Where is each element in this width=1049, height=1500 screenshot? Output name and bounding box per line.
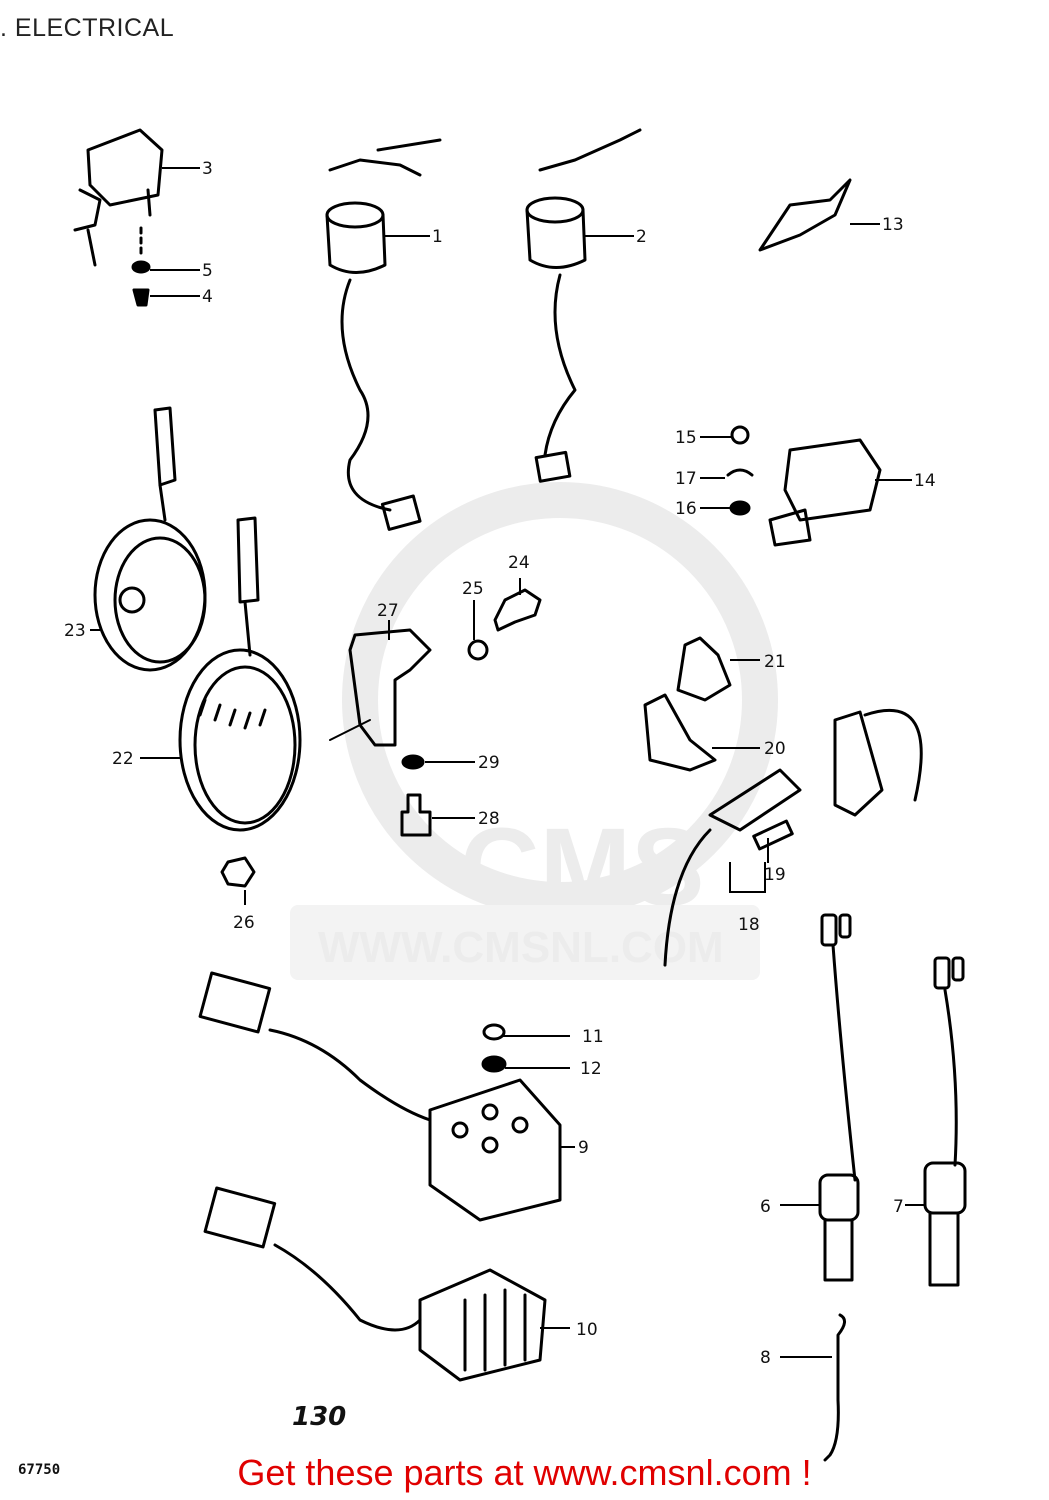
part-16-washer[interactable]: [729, 500, 751, 516]
part-17-spacer[interactable]: [726, 468, 754, 477]
leader-lines: [90, 167, 925, 1358]
part-15-bolt[interactable]: [730, 425, 750, 445]
part-21-clamp[interactable]: [676, 636, 732, 702]
part-10-rectifier[interactable]: [203, 1186, 547, 1382]
part-19-fuse[interactable]: [752, 819, 794, 851]
part-26-nut[interactable]: [220, 856, 256, 888]
callout-10[interactable]: 10: [576, 1320, 598, 1340]
callout-23[interactable]: 23: [64, 621, 86, 641]
title-mark: .: [0, 14, 8, 42]
callout-25[interactable]: 25: [462, 579, 484, 599]
callout-9[interactable]: 9: [578, 1138, 589, 1158]
page-title: . ELECTRICAL: [0, 14, 174, 43]
callout-21[interactable]: 21: [764, 652, 786, 672]
part-6-switch[interactable]: [818, 913, 860, 1282]
callout-2[interactable]: 2: [636, 227, 647, 247]
callout-27[interactable]: 27: [377, 601, 399, 621]
callout-26[interactable]: 26: [233, 913, 255, 933]
callout-3[interactable]: 3: [202, 159, 213, 179]
part-4-screw[interactable]: [132, 288, 150, 307]
callout-20[interactable]: 20: [764, 739, 786, 759]
page-number: 130: [292, 1402, 347, 1432]
part-2-switch[interactable]: [525, 128, 642, 483]
part-1-switch[interactable]: [325, 138, 442, 531]
callout-29[interactable]: 29: [478, 753, 500, 773]
part-22-horn[interactable]: [178, 516, 302, 832]
title-text: ELECTRICAL: [14, 14, 175, 42]
callout-17[interactable]: 17: [675, 469, 697, 489]
part-3-lock[interactable]: [73, 128, 164, 267]
callout-28[interactable]: 28: [478, 809, 500, 829]
diagram-code: 67750: [18, 1462, 61, 1478]
callout-22[interactable]: 22: [112, 749, 134, 769]
part-13-sensor[interactable]: [758, 178, 852, 252]
part-29-washer[interactable]: [401, 754, 425, 770]
part-27-bracket[interactable]: [348, 628, 432, 747]
callout-14[interactable]: 14: [914, 471, 936, 491]
watermark-url: WWW.CMSNL.COM: [318, 923, 724, 972]
callout-18[interactable]: 18: [738, 915, 760, 935]
callout-4[interactable]: 4: [202, 287, 213, 307]
callout-7[interactable]: 7: [893, 1197, 904, 1217]
callout-1[interactable]: 1: [432, 227, 443, 247]
callout-11[interactable]: 11: [582, 1027, 604, 1047]
watermark: CMS WWW.CMSNL.COM: [290, 482, 778, 980]
callout-16[interactable]: 16: [675, 499, 697, 519]
part-12-washer[interactable]: [481, 1055, 507, 1073]
callout-8[interactable]: 8: [760, 1348, 771, 1368]
callout-24[interactable]: 24: [508, 553, 530, 573]
part-9-regulator[interactable]: [198, 971, 562, 1222]
callout-6[interactable]: 6: [760, 1197, 771, 1217]
part-23-horn[interactable]: [93, 406, 207, 672]
callout-15[interactable]: 15: [675, 428, 697, 448]
part-25-washer[interactable]: [467, 639, 489, 661]
part-5-washer[interactable]: [131, 260, 151, 274]
part-24-bolt[interactable]: [493, 588, 542, 632]
footer-link[interactable]: Get these parts at www.cmsnl.com !: [237, 1452, 812, 1493]
part-11-nut[interactable]: [482, 1023, 506, 1041]
part-18-fuse-holder[interactable]: [663, 709, 923, 967]
callout-13[interactable]: 13: [882, 215, 904, 235]
callout-5[interactable]: 5: [202, 261, 213, 281]
part-14-relay[interactable]: [768, 438, 882, 547]
callout-19[interactable]: 19: [764, 865, 786, 885]
part-28-bolt[interactable]: [400, 793, 432, 837]
part-20-bracket[interactable]: [643, 693, 717, 772]
part-8-spring[interactable]: [823, 1313, 846, 1462]
part-7-switch[interactable]: [923, 956, 967, 1287]
callout-12[interactable]: 12: [580, 1059, 602, 1079]
